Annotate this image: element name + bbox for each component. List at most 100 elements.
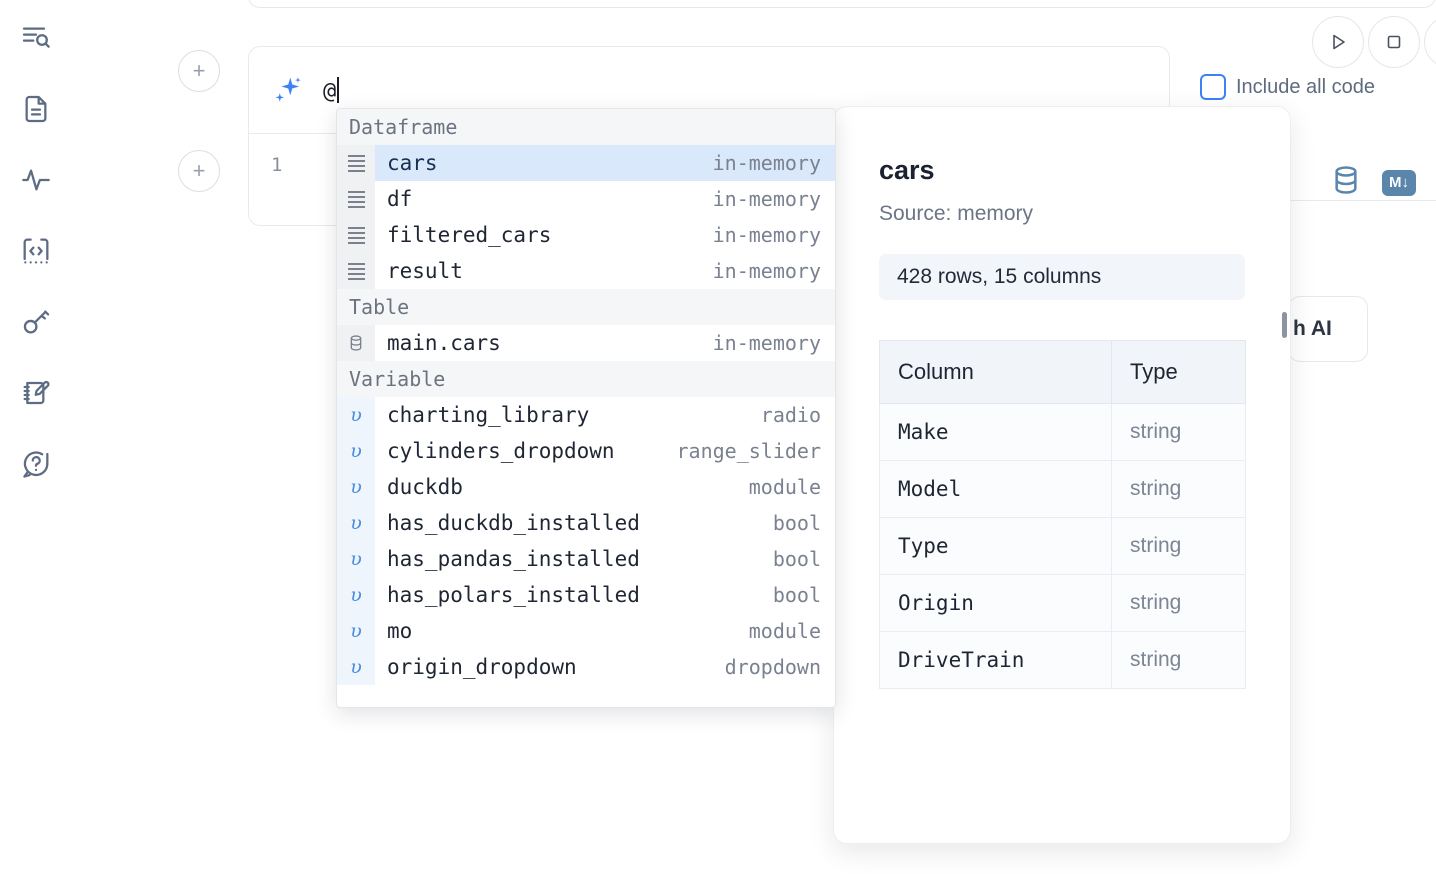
autocomplete-item-label: main.cars	[387, 331, 501, 355]
text-caret	[337, 76, 340, 103]
variable-icon: υ	[337, 649, 375, 685]
file-explorer-icon[interactable]	[12, 85, 60, 133]
autocomplete-item-label: mo	[387, 619, 413, 643]
sparkle-ai-icon	[271, 73, 305, 107]
autocomplete-item-label: cars	[387, 151, 438, 175]
detail-header-column: Column	[879, 340, 1112, 404]
autocomplete-item[interactable]: filtered_cars in-memory	[337, 217, 835, 253]
autocomplete-item-label: filtered_cars	[387, 223, 552, 247]
detail-column-type: string	[1111, 403, 1246, 461]
ai-prompt-input[interactable]: @	[323, 76, 340, 104]
autocomplete-item-label: has_polars_installed	[387, 583, 640, 607]
autocomplete-item-meta: bool	[772, 547, 821, 571]
database-icon[interactable]	[1330, 164, 1362, 201]
run-button[interactable]	[1312, 16, 1364, 68]
dataframe-icon	[337, 181, 375, 217]
database-icon	[337, 325, 375, 361]
detail-column-type: string	[1111, 574, 1246, 632]
variable-icon: υ	[337, 469, 375, 505]
detail-stats-badge: 428 rows, 15 columns	[879, 254, 1245, 300]
ai-suggestion-card[interactable]: h AI	[1288, 296, 1368, 362]
autocomplete-item[interactable]: υ charting_library radio	[337, 397, 835, 433]
variable-icon: υ	[337, 397, 375, 433]
detail-title: cars	[879, 155, 935, 185]
previous-cell-card	[248, 0, 1436, 8]
autocomplete-item-meta: radio	[760, 403, 821, 427]
autocomplete-section-header: Table	[337, 289, 835, 325]
autocomplete-item-meta: in-memory	[712, 151, 821, 175]
outline-search-icon[interactable]	[12, 14, 60, 62]
autocomplete-item-meta: in-memory	[712, 223, 821, 247]
markdown-icon[interactable]: M↓	[1382, 169, 1416, 196]
detail-column-name: Type	[879, 517, 1112, 575]
autocomplete-item-label: charting_library	[387, 403, 590, 427]
include-all-code-label: Include all code	[1236, 75, 1375, 98]
include-all-code-checkbox[interactable]	[1200, 74, 1226, 100]
cell-type-actions: M↓	[1330, 164, 1416, 201]
autocomplete-item-meta: bool	[772, 511, 821, 535]
autocomplete-item[interactable]: υ origin_dropdown dropdown	[337, 649, 835, 685]
autocomplete-item-label: has_pandas_installed	[387, 547, 640, 571]
detail-scrollbar-thumb[interactable]	[1282, 312, 1287, 338]
dataframe-icon	[337, 145, 375, 181]
autocomplete-item[interactable]: υ has_pandas_installed bool	[337, 541, 835, 577]
autocomplete-item[interactable]: υ has_duckdb_installed bool	[337, 505, 835, 541]
secrets-key-icon[interactable]	[12, 298, 60, 346]
include-all-code-row[interactable]: Include all code	[1200, 74, 1375, 100]
autocomplete-item-meta: module	[748, 475, 821, 499]
autocomplete-item[interactable]: cars in-memory	[337, 145, 835, 181]
detail-column-name: DriveTrain	[879, 631, 1112, 689]
variable-icon: υ	[337, 433, 375, 469]
detail-column-name: Make	[879, 403, 1112, 461]
autocomplete-item-meta: in-memory	[712, 331, 821, 355]
autocomplete-item[interactable]: υ cylinders_dropdown range_slider	[337, 433, 835, 469]
autocomplete-item-label: cylinders_dropdown	[387, 439, 615, 463]
autocomplete-item-label: result	[387, 259, 463, 283]
autocomplete-section-header: Dataframe	[337, 109, 835, 145]
autocomplete-item-meta: range_slider	[676, 439, 822, 463]
detail-header-type: Type	[1111, 340, 1246, 404]
help-icon[interactable]	[12, 440, 60, 488]
detail-table-header-row: Column Type	[879, 340, 1246, 404]
detail-column-name: Model	[879, 460, 1112, 518]
dataframe-icon	[337, 253, 375, 289]
more-actions-button[interactable]	[1424, 16, 1436, 68]
ai-prompt-value: @	[323, 78, 337, 104]
autocomplete-item-label: has_duckdb_installed	[387, 511, 640, 535]
autocomplete-item-label: duckdb	[387, 475, 463, 499]
line-number: 1	[271, 154, 283, 176]
autocomplete-item-meta: module	[748, 619, 821, 643]
code-snippets-icon[interactable]	[12, 227, 60, 275]
left-icon-rail	[0, 0, 72, 874]
detail-column-type: string	[1111, 517, 1246, 575]
cell-divider	[1180, 200, 1436, 201]
autocomplete-item-label: origin_dropdown	[387, 655, 577, 679]
add-cell-above-button[interactable]: +	[178, 50, 220, 92]
detail-column-type: string	[1111, 460, 1246, 518]
scratchpad-icon[interactable]	[12, 369, 60, 417]
variable-icon: υ	[337, 541, 375, 577]
detail-column-type: string	[1111, 631, 1246, 689]
autocomplete-item-meta: dropdown	[724, 655, 821, 679]
add-cell-below-button[interactable]: +	[178, 150, 220, 192]
detail-column-name: Origin	[879, 574, 1112, 632]
autocomplete-item[interactable]: main.cars in-memory	[337, 325, 835, 361]
variable-icon: υ	[337, 505, 375, 541]
stop-button[interactable]	[1368, 16, 1420, 68]
dataframe-icon	[337, 217, 375, 253]
activity-icon[interactable]	[12, 156, 60, 204]
variable-icon: υ	[337, 613, 375, 649]
variable-icon: υ	[337, 577, 375, 613]
